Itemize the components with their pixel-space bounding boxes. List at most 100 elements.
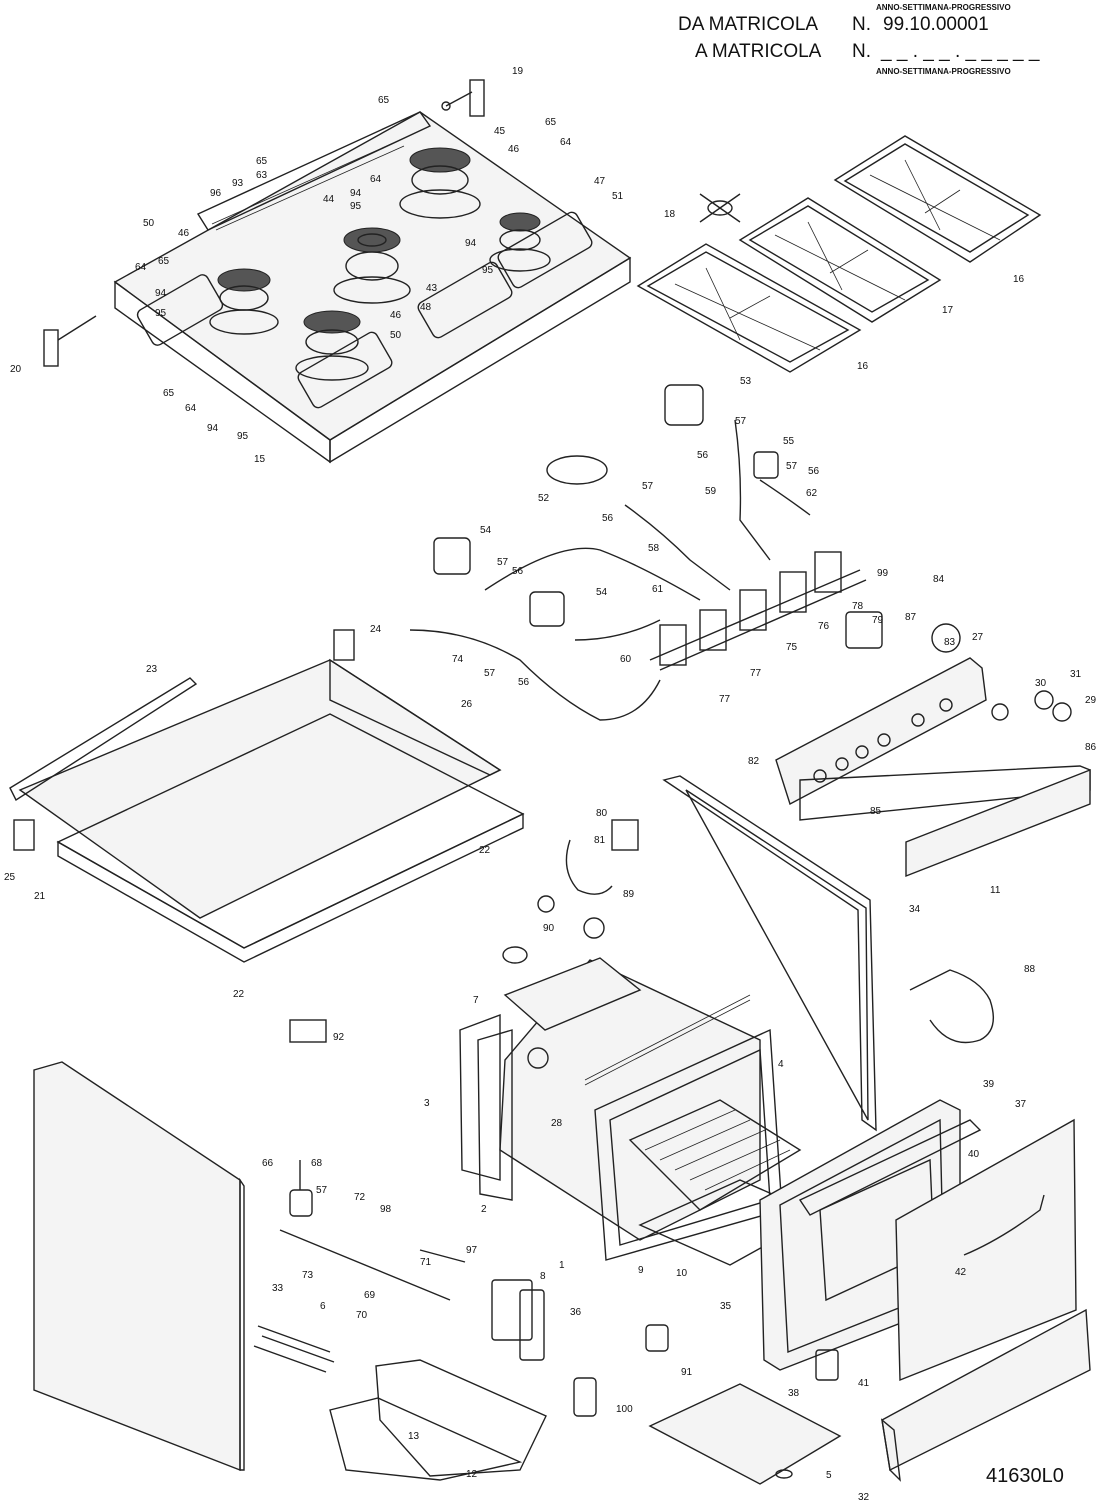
callout-c98: 98 xyxy=(380,1204,392,1215)
callout-c89: 89 xyxy=(623,889,635,900)
grill-burner-assembly xyxy=(279,1160,466,1301)
burner-center xyxy=(333,227,411,304)
callout-c62: 62 xyxy=(806,488,818,499)
misc-parts xyxy=(289,819,839,1417)
caption-bottom: ANNO-SETTIMANA-PROGRESSIVO xyxy=(876,67,1011,76)
callout-c60a: 60 xyxy=(620,654,632,665)
callout-c54a: 54 xyxy=(480,525,492,536)
burner-left xyxy=(209,268,279,335)
callout-c87: 87 xyxy=(905,612,917,623)
callout-c16a: 16 xyxy=(1013,274,1025,285)
callout-labels: 1920654546656465639396649444954751504694… xyxy=(4,66,1097,1503)
control-panel xyxy=(775,657,1091,878)
callout-c81: 81 xyxy=(594,835,606,846)
callout-c22a: 22 xyxy=(479,845,491,856)
callout-c42: 42 xyxy=(955,1267,967,1278)
callout-c95d: 95 xyxy=(237,431,249,442)
heating-element-6 xyxy=(253,1325,335,1373)
callout-c36: 36 xyxy=(570,1307,582,1318)
callout-c46c: 46 xyxy=(390,310,402,321)
callout-c3: 3 xyxy=(424,1098,430,1109)
callout-c29: 29 xyxy=(1085,695,1097,706)
callout-c82: 82 xyxy=(748,756,760,767)
callout-c13: 13 xyxy=(408,1431,420,1442)
callout-c65e: 65 xyxy=(163,388,175,399)
callout-c18: 18 xyxy=(664,209,676,220)
callout-c30: 30 xyxy=(1035,678,1047,689)
callout-c12: 12 xyxy=(466,1469,478,1480)
callout-c48: 48 xyxy=(420,302,432,313)
callout-c26: 26 xyxy=(461,699,473,710)
callout-c41: 41 xyxy=(858,1378,870,1389)
from-serial-n: N. xyxy=(852,14,871,35)
callout-c61: 61 xyxy=(652,584,664,595)
to-serial-value: _ _ . _ _ . _ _ _ _ _ xyxy=(880,41,1040,62)
pan-support-center xyxy=(738,197,942,323)
callout-c23: 23 xyxy=(146,664,158,675)
callout-c4: 4 xyxy=(778,1059,784,1070)
callout-c76: 76 xyxy=(818,621,830,632)
callout-c94b: 94 xyxy=(465,238,477,249)
callout-c68: 68 xyxy=(311,1158,323,1169)
callout-c63: 63 xyxy=(256,170,268,181)
callout-c64c: 64 xyxy=(135,262,147,273)
to-serial-n: N. xyxy=(852,41,871,62)
hinge-19 xyxy=(441,79,485,117)
callout-c79: 79 xyxy=(872,615,884,626)
callout-c64a: 64 xyxy=(560,137,572,148)
callout-c86: 86 xyxy=(1085,742,1097,753)
callout-c71: 71 xyxy=(420,1257,432,1268)
callout-c56c: 56 xyxy=(602,513,614,524)
callout-c50a: 50 xyxy=(143,218,155,229)
callout-c57e: 57 xyxy=(484,668,496,679)
callout-c78: 78 xyxy=(852,601,864,612)
callout-c74: 74 xyxy=(452,654,464,665)
callout-c21: 21 xyxy=(34,891,46,902)
callout-c40: 40 xyxy=(968,1149,980,1160)
pan-support-right xyxy=(833,135,1042,263)
callout-c5: 5 xyxy=(826,1470,832,1481)
callout-c31: 31 xyxy=(1070,669,1082,680)
callout-c64b: 64 xyxy=(370,174,382,185)
callout-c94c: 94 xyxy=(155,288,167,299)
callout-c99: 99 xyxy=(877,568,889,579)
callout-c22b: 22 xyxy=(233,989,245,1000)
lid-hinge-25 xyxy=(13,819,35,851)
callout-c43: 43 xyxy=(426,283,438,294)
callout-c53: 53 xyxy=(740,376,752,387)
callout-c32: 32 xyxy=(858,1492,870,1503)
callout-c57c: 57 xyxy=(642,481,654,492)
oven-cavity xyxy=(459,957,783,1261)
callout-c34: 34 xyxy=(909,904,921,915)
callout-c65c: 65 xyxy=(256,156,268,167)
callout-c88: 88 xyxy=(1024,964,1036,975)
callout-c6: 6 xyxy=(320,1301,326,1312)
callout-c39: 39 xyxy=(983,1079,995,1090)
callout-c83: 83 xyxy=(944,637,956,648)
callout-c58: 58 xyxy=(648,543,660,554)
callout-c15: 15 xyxy=(254,454,266,465)
callout-c64d: 64 xyxy=(185,403,197,414)
door-outer-glass xyxy=(895,1118,1077,1382)
callout-c56a: 56 xyxy=(697,450,709,461)
callout-c9: 9 xyxy=(638,1265,644,1276)
callout-c95b: 95 xyxy=(482,265,494,276)
side-panel xyxy=(33,1061,245,1472)
callout-c56e: 56 xyxy=(518,677,530,688)
callout-c38: 38 xyxy=(788,1388,800,1399)
callout-c84: 84 xyxy=(933,574,945,585)
callout-c27: 27 xyxy=(972,632,984,643)
callout-c65a: 65 xyxy=(378,95,390,106)
callout-c45: 45 xyxy=(494,126,506,137)
callout-c52: 52 xyxy=(538,493,550,504)
callout-c59: 59 xyxy=(705,486,717,497)
callout-c19: 19 xyxy=(512,66,524,77)
callout-c69: 69 xyxy=(364,1290,376,1301)
callout-c94a: 94 xyxy=(350,188,362,199)
callout-c93: 93 xyxy=(232,178,244,189)
callout-c65b: 65 xyxy=(545,117,557,128)
callout-c44: 44 xyxy=(323,194,335,205)
callout-c97: 97 xyxy=(466,1245,478,1256)
callout-c65d: 65 xyxy=(158,256,170,267)
callout-c72: 72 xyxy=(354,1192,366,1203)
